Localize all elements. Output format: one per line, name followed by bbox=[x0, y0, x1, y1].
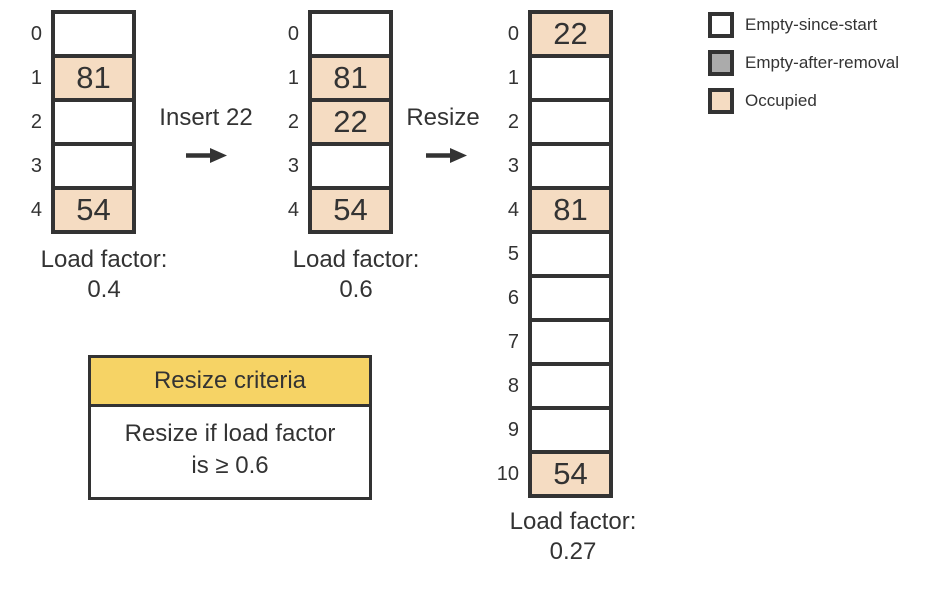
table-row: 5 bbox=[481, 230, 613, 278]
table-row: 1 81 bbox=[4, 54, 136, 102]
legend-item: Occupied bbox=[708, 88, 899, 114]
table-cell-empty bbox=[528, 230, 613, 278]
cell-index: 0 bbox=[287, 23, 299, 45]
table-cell-empty bbox=[528, 274, 613, 322]
cell-index: 10 bbox=[496, 463, 519, 485]
table-cell-empty bbox=[528, 318, 613, 366]
cell-index: 4 bbox=[507, 199, 519, 221]
table-cell-occupied: 22 bbox=[528, 10, 613, 58]
legend-swatch-empty bbox=[708, 12, 734, 38]
cell-index: 5 bbox=[507, 243, 519, 265]
table-row: 9 bbox=[481, 406, 613, 454]
insert-arrow-label: Insert 22 bbox=[159, 104, 253, 131]
cell-index: 1 bbox=[287, 67, 299, 89]
cell-index: 2 bbox=[30, 111, 42, 133]
resize-arrow-label: Resize bbox=[406, 104, 480, 131]
table-row: 6 bbox=[481, 274, 613, 322]
cell-index: 2 bbox=[287, 111, 299, 133]
hash-table-initial: 0 1 81 2 3 4 54 bbox=[4, 10, 136, 234]
table-row: 7 bbox=[481, 318, 613, 366]
legend-swatch-occupied bbox=[708, 88, 734, 114]
table-cell-empty bbox=[528, 362, 613, 410]
cell-index: 0 bbox=[30, 23, 42, 45]
load-factor-value: 0.27 bbox=[549, 538, 597, 565]
load-factor-label: Load factor: bbox=[509, 508, 637, 535]
table-row: 10 54 bbox=[481, 450, 613, 498]
table-cell-empty bbox=[528, 142, 613, 190]
cell-index: 0 bbox=[507, 23, 519, 45]
table-cell-empty bbox=[51, 10, 136, 58]
table-row: 3 bbox=[261, 142, 393, 190]
load-factor-caption-after-resize: Load factor: 0.27 bbox=[483, 507, 663, 567]
table-row: 1 81 bbox=[261, 54, 393, 102]
legend-item: Empty-since-start bbox=[708, 12, 899, 38]
table-cell-occupied: 54 bbox=[528, 450, 613, 498]
resize-criteria-text: Resize if load factor is ≥ 0.6 bbox=[91, 407, 369, 482]
cell-index: 9 bbox=[507, 419, 519, 441]
table-cell-empty bbox=[528, 406, 613, 454]
cell-index: 1 bbox=[507, 67, 519, 89]
legend-label: Empty-after-removal bbox=[745, 53, 899, 72]
right-arrow-icon bbox=[426, 148, 467, 163]
legend-swatch-removed bbox=[708, 50, 734, 76]
resize-criteria-title: Resize criteria bbox=[91, 358, 369, 407]
table-cell-occupied: 81 bbox=[308, 54, 393, 102]
cell-index: 3 bbox=[30, 155, 42, 177]
right-arrow-icon bbox=[186, 148, 227, 163]
resize-criteria-box: Resize criteria Resize if load factor is… bbox=[88, 355, 372, 500]
table-cell-empty bbox=[308, 142, 393, 190]
table-cell-occupied: 81 bbox=[51, 54, 136, 102]
load-factor-label: Load factor: bbox=[40, 246, 168, 273]
criteria-line-1: Resize if load factor bbox=[124, 420, 336, 447]
table-row: 4 54 bbox=[261, 186, 393, 234]
cell-index: 6 bbox=[507, 287, 519, 309]
table-row: 3 bbox=[481, 142, 613, 190]
cell-index: 7 bbox=[507, 331, 519, 353]
cell-index: 3 bbox=[507, 155, 519, 177]
load-factor-label: Load factor: bbox=[292, 246, 420, 273]
legend-label: Empty-since-start bbox=[745, 15, 878, 34]
legend-item: Empty-after-removal bbox=[708, 50, 899, 76]
table-row: 0 22 bbox=[481, 10, 613, 58]
table-row: 1 bbox=[481, 54, 613, 102]
cell-index: 8 bbox=[507, 375, 519, 397]
table-cell-occupied: 54 bbox=[308, 186, 393, 234]
table-cell-empty bbox=[528, 54, 613, 102]
table-row: 0 bbox=[261, 10, 393, 58]
cell-index: 4 bbox=[30, 199, 42, 221]
table-cell-empty bbox=[528, 98, 613, 146]
table-cell-occupied: 54 bbox=[51, 186, 136, 234]
legend-label: Occupied bbox=[745, 91, 817, 110]
cell-index: 4 bbox=[287, 199, 299, 221]
table-row: 2 bbox=[4, 98, 136, 146]
table-cell-empty bbox=[51, 142, 136, 190]
table-row: 4 54 bbox=[4, 186, 136, 234]
table-cell-empty bbox=[308, 10, 393, 58]
load-factor-value: 0.4 bbox=[87, 276, 121, 303]
load-factor-caption-after-insert: Load factor: 0.6 bbox=[266, 245, 446, 305]
table-cell-occupied: 81 bbox=[528, 186, 613, 234]
table-row: 4 81 bbox=[481, 186, 613, 234]
table-row: 3 bbox=[4, 142, 136, 190]
cell-index: 2 bbox=[507, 111, 519, 133]
criteria-line-2: is ≥ 0.6 bbox=[191, 452, 269, 479]
table-row: 8 bbox=[481, 362, 613, 410]
load-factor-value: 0.6 bbox=[339, 276, 373, 303]
table-cell-empty bbox=[51, 98, 136, 146]
hash-table-after-resize: 0 22 1 2 3 4 81 5 6 7 8 9 10 54 bbox=[481, 10, 613, 498]
cell-index: 3 bbox=[287, 155, 299, 177]
load-factor-caption-initial: Load factor: 0.4 bbox=[14, 245, 194, 305]
table-row: 0 bbox=[4, 10, 136, 58]
table-row: 2 bbox=[481, 98, 613, 146]
cell-index: 1 bbox=[30, 67, 42, 89]
